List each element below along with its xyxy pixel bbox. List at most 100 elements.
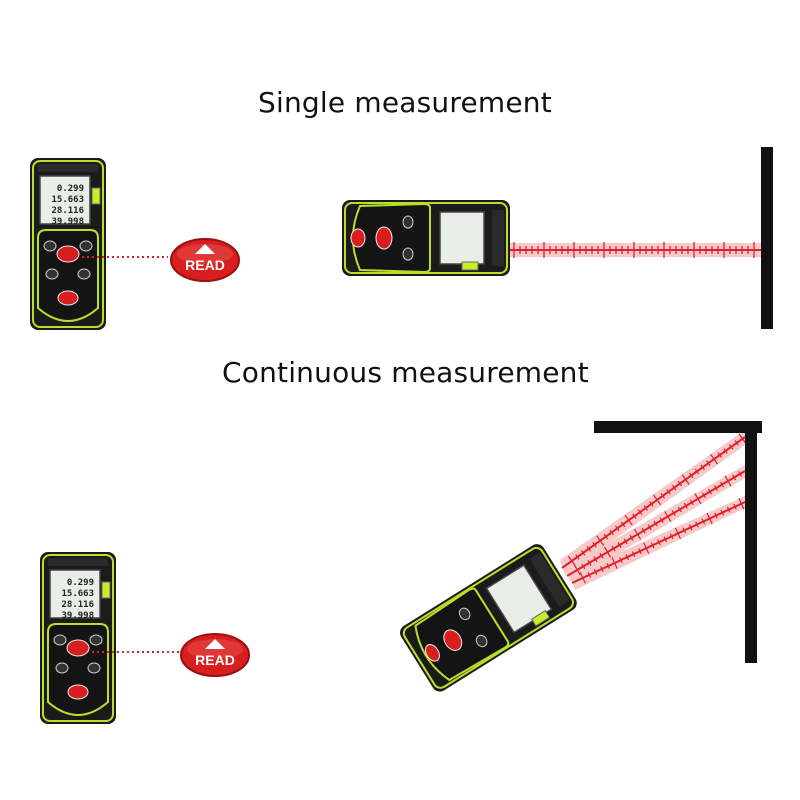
ruler-tick (629, 535, 634, 541)
display2-line-3: 28.116 (61, 600, 94, 610)
laser-meter-device-tilted (400, 544, 577, 692)
ruler-tick (623, 538, 628, 545)
ruler-tick (688, 524, 693, 531)
ruler-tick (683, 502, 688, 509)
ruler-tick (650, 542, 655, 549)
display2-line-1: 0.299 (67, 578, 94, 588)
ruler-tick (653, 494, 662, 506)
ruler-tick (700, 464, 705, 471)
ruler-tick (720, 509, 725, 516)
ruler-tick (586, 546, 592, 552)
ruler-tick (581, 563, 586, 570)
ruler-tick (593, 569, 598, 575)
ruler-tick (689, 499, 694, 506)
ruler-tick (625, 554, 630, 561)
ruler-tick (634, 528, 642, 540)
ruler-tick (631, 551, 636, 558)
target-wall-corner (745, 421, 757, 663)
ruler-tick (681, 474, 690, 485)
ruler-tick (609, 529, 614, 536)
ruler-tick (573, 564, 581, 576)
ruler-tick (587, 571, 592, 578)
ruler-tick (717, 452, 722, 458)
single-measurement-heading: Single measurement (258, 86, 552, 119)
ruler-tick (726, 506, 731, 513)
display-line-3: 28.116 (51, 206, 84, 216)
ruler-tick (677, 506, 682, 513)
ruler-tick (575, 554, 580, 560)
display-line-4: 39.998 (51, 217, 84, 227)
ruler-tick (694, 468, 700, 475)
ruler-tick (624, 515, 633, 526)
laser-meter-device-horizontal-body (342, 200, 510, 276)
continuous-measurement-heading: Continuous measurement (222, 356, 589, 389)
ruler-tick (707, 488, 713, 495)
ruler-tick (706, 460, 711, 467)
ruler-tick (734, 440, 740, 446)
ruler-tick (713, 485, 719, 491)
ruler-tick (728, 444, 734, 450)
ruler-tick (619, 557, 623, 564)
ruler-tick (606, 563, 611, 570)
ruler-tick (738, 470, 743, 477)
ruler-tick (682, 527, 687, 534)
display-line-1: 0.299 (57, 184, 84, 194)
ruler-tick (599, 552, 604, 559)
ruler-tick (714, 512, 718, 519)
ruler-tick (701, 492, 706, 499)
device-display-readings: 0.299 15.663 28.116 39.998 (51, 184, 84, 227)
ruler-tick (664, 511, 672, 523)
ruler-tick (643, 542, 650, 554)
read-button-label: READ (185, 257, 225, 273)
ruler-tick (689, 472, 694, 479)
target-ceiling (594, 421, 762, 433)
ruler-tick (617, 542, 622, 548)
ruler-tick (660, 493, 666, 499)
ruler-tick (723, 448, 728, 454)
ruler-tick (666, 488, 671, 495)
ruler-tick (659, 517, 664, 524)
ruler-tick (649, 501, 654, 507)
laser-beam-ruler (510, 242, 762, 258)
ruler-tick (580, 550, 586, 556)
ruler-tick (719, 481, 725, 488)
ruler-tick (663, 536, 668, 543)
ruler-tick (632, 513, 637, 519)
ruler-tick (710, 453, 719, 465)
ruler-tick (732, 474, 737, 481)
ruler-tick (579, 572, 586, 584)
ruler-tick (641, 527, 646, 534)
ruler-tick (596, 535, 605, 546)
display2-line-2: 15.663 (61, 589, 94, 599)
ruler-tick (615, 525, 620, 532)
ruler-tick (653, 520, 658, 527)
ruler-tick (738, 498, 745, 510)
ruler-tick (674, 527, 682, 540)
ruler-tick (706, 512, 713, 525)
device-display-readings-2: 0.299 15.663 28.116 39.998 (61, 578, 94, 621)
ruler-tick (567, 555, 576, 567)
ruler-tick (694, 493, 702, 505)
ruler-tick (593, 556, 598, 563)
ruler-tick (738, 433, 747, 445)
ruler-tick (701, 518, 706, 525)
ruler-tick (671, 484, 677, 491)
ruler-tick (600, 566, 604, 572)
ruler-tick (671, 510, 676, 516)
ruler-tick (643, 505, 648, 511)
ruler-tick (637, 509, 643, 515)
ruler-tick (587, 559, 592, 566)
display2-line-4: 39.998 (61, 611, 94, 621)
ruler-tick (603, 533, 609, 540)
ruler-tick (695, 521, 699, 528)
ruler-tick (620, 521, 626, 528)
ruler-tick (592, 541, 597, 548)
ruler-tick (647, 524, 652, 531)
target-wall (761, 147, 773, 329)
display-line-2: 15.663 (51, 195, 84, 205)
ruler-tick (724, 475, 732, 487)
ruler-tick (733, 503, 737, 510)
laser-beam-fan (560, 430, 747, 590)
ruler-tick (611, 557, 618, 569)
